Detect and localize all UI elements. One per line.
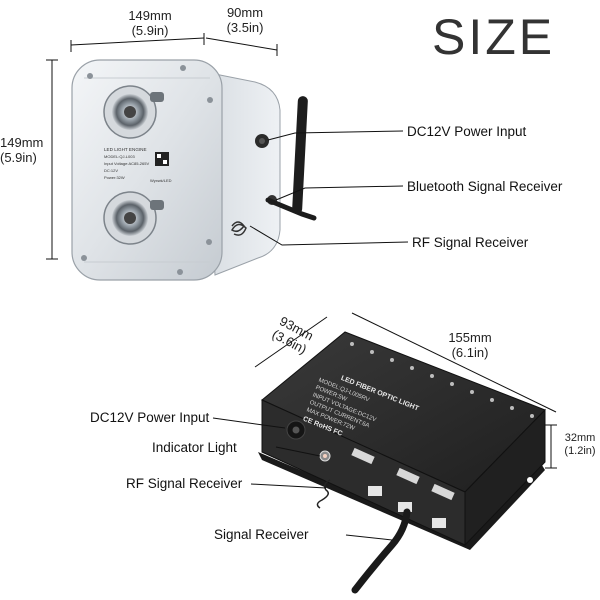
engine1-bluetooth-antenna [265,96,317,221]
engine1-width-dimension-line [70,33,205,52]
svg-text:Wyxwk/LED: Wyxwk/LED [150,178,172,183]
engine1-callout-lines [249,130,409,246]
svg-text:Power:32W: Power:32W [104,175,125,180]
engine2-front-connectors [351,447,455,528]
engine2-height-label: 32mm (1.2in) [560,432,600,458]
engine1-width-mm: 149mm [128,8,172,23]
engine2-rf-wire [316,479,331,509]
engine2-fiber-ports [350,342,534,418]
engine2-height-dimension-line [545,424,557,469]
engine1-height-label: 149mm (5.9in) [0,135,48,165]
engine2-callout-lines [212,417,393,541]
engine2-length-label: 155mm (6.1in) [440,330,500,360]
engine2-callout-rf: RF Signal Receiver [126,476,243,491]
svg-text:LED LIGHT ENGINE: LED LIGHT ENGINE [104,147,147,152]
engine1-depth-in: (3.5in) [226,20,264,35]
svg-text:Input Voltage:AC85-265V: Input Voltage:AC85-265V [104,161,149,166]
engine2-length-in: (6.1in) [451,345,489,360]
engine2-callout-indicator: Indicator Light [152,440,237,455]
engine1-power-port [255,134,269,148]
engine2-device: LED FIBER OPTIC LIGHT MODEL:QJ-L005RV PO… [258,331,546,594]
svg-text:MODEL:QJ-L003: MODEL:QJ-L003 [104,154,135,159]
engine2-length-mm: 155mm [448,330,492,345]
engine2-height-mm: 32mm [564,432,596,444]
engine1-height-mm: 149mm [0,135,44,150]
engine1-height-in: (5.9in) [0,150,37,165]
engine2-height-in: (1.2in) [564,445,596,457]
engine2-length-dimension-line [351,312,557,413]
engine1-top-lens [103,85,164,139]
engine1-depth-mm: 90mm [226,5,264,20]
engine1-depth-label: 90mm (3.5in) [212,5,278,35]
page-title: SIZE [432,9,556,65]
engine2-signal-cable [351,508,411,594]
engine2-callout-power: DC12V Power Input [90,410,210,425]
engine1-product-label: LED LIGHT ENGINE MODEL:QJ-L003 Input Vol… [104,147,172,183]
engine1-callout-bluetooth: Bluetooth Signal Receiver [407,179,563,194]
engine1-device: LED LIGHT ENGINE MODEL:QJ-L003 Input Vol… [71,59,317,281]
engine1-height-dimension-line [46,59,58,260]
engine1-callout-rf: RF Signal Receiver [412,235,529,250]
engine1-width-in: (5.9in) [131,23,169,38]
engine1-callout-power: DC12V Power Input [407,124,527,139]
engine1-rf-wire [230,221,247,236]
engine1-bottom-lens [103,191,164,245]
engine2-depth-dimension-line [254,316,328,368]
engine1-width-label: 149mm (5.9in) [115,8,185,38]
engine1-depth-dimension-line [205,37,278,56]
engine2-callout-signal: Signal Receiver [214,527,309,542]
engine2-power-port [286,420,306,440]
engine2-indicator-light [319,450,331,462]
svg-text:DC:12V: DC:12V [104,168,118,173]
